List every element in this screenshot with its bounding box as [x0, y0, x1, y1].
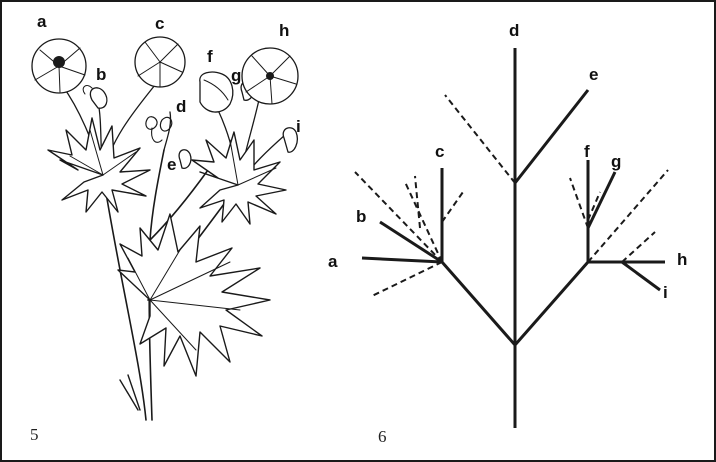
- panel5-label-i: i: [296, 117, 301, 136]
- plant-illustration: [32, 37, 298, 420]
- branch-left-lower: [442, 262, 515, 345]
- panel5-label-g: g: [231, 66, 241, 85]
- panel5-label-e: e: [167, 155, 176, 174]
- panel5-number: 5: [30, 425, 39, 444]
- dashed-left-1: [355, 172, 442, 262]
- branch-right-lower: [515, 262, 588, 345]
- dashed-left-4: [415, 176, 420, 228]
- panel5-label-f: f: [207, 47, 213, 66]
- leaf-upper-right: [192, 132, 286, 224]
- fruit-d: [146, 117, 172, 143]
- panel5-label-b: b: [96, 65, 106, 84]
- dashed-right-4: [622, 232, 655, 262]
- panel6-label-e: e: [589, 65, 598, 84]
- panel6-label-d: d: [509, 21, 519, 40]
- flower-h: [242, 48, 298, 104]
- flower-f: [200, 72, 233, 112]
- leaf-lower-large: [118, 214, 270, 376]
- panel6-label-b: b: [356, 207, 366, 226]
- branch-e: [515, 90, 588, 183]
- branch-i: [622, 262, 660, 290]
- panel6-label-h: h: [677, 250, 687, 269]
- dashed-left-3: [442, 192, 463, 222]
- panel6-label-a: a: [328, 252, 338, 271]
- dashed-upper-left: [445, 95, 515, 183]
- branching-diagram: [355, 48, 668, 428]
- flower-a: [32, 39, 86, 93]
- panel5-label-h: h: [279, 21, 289, 40]
- leaf-upper-left: [48, 118, 150, 212]
- dashed-right-1: [588, 170, 668, 262]
- panel6-number: 6: [378, 427, 387, 446]
- bud-e: [179, 150, 191, 169]
- panel5-label-d: d: [176, 97, 186, 116]
- dashed-left-5: [372, 262, 442, 296]
- panel6-label-c: c: [435, 142, 444, 161]
- branch-a: [362, 258, 442, 262]
- bud-b: [83, 86, 107, 109]
- dashed-right-2: [570, 178, 588, 228]
- panel6-label-f: f: [584, 142, 590, 161]
- panel6-label-g: g: [611, 152, 621, 171]
- branch-g: [588, 172, 615, 228]
- panel5-label-c: c: [155, 14, 164, 33]
- panel5-label-a: a: [37, 12, 47, 31]
- flower-c: [135, 37, 185, 87]
- panel6-label-i: i: [663, 283, 668, 302]
